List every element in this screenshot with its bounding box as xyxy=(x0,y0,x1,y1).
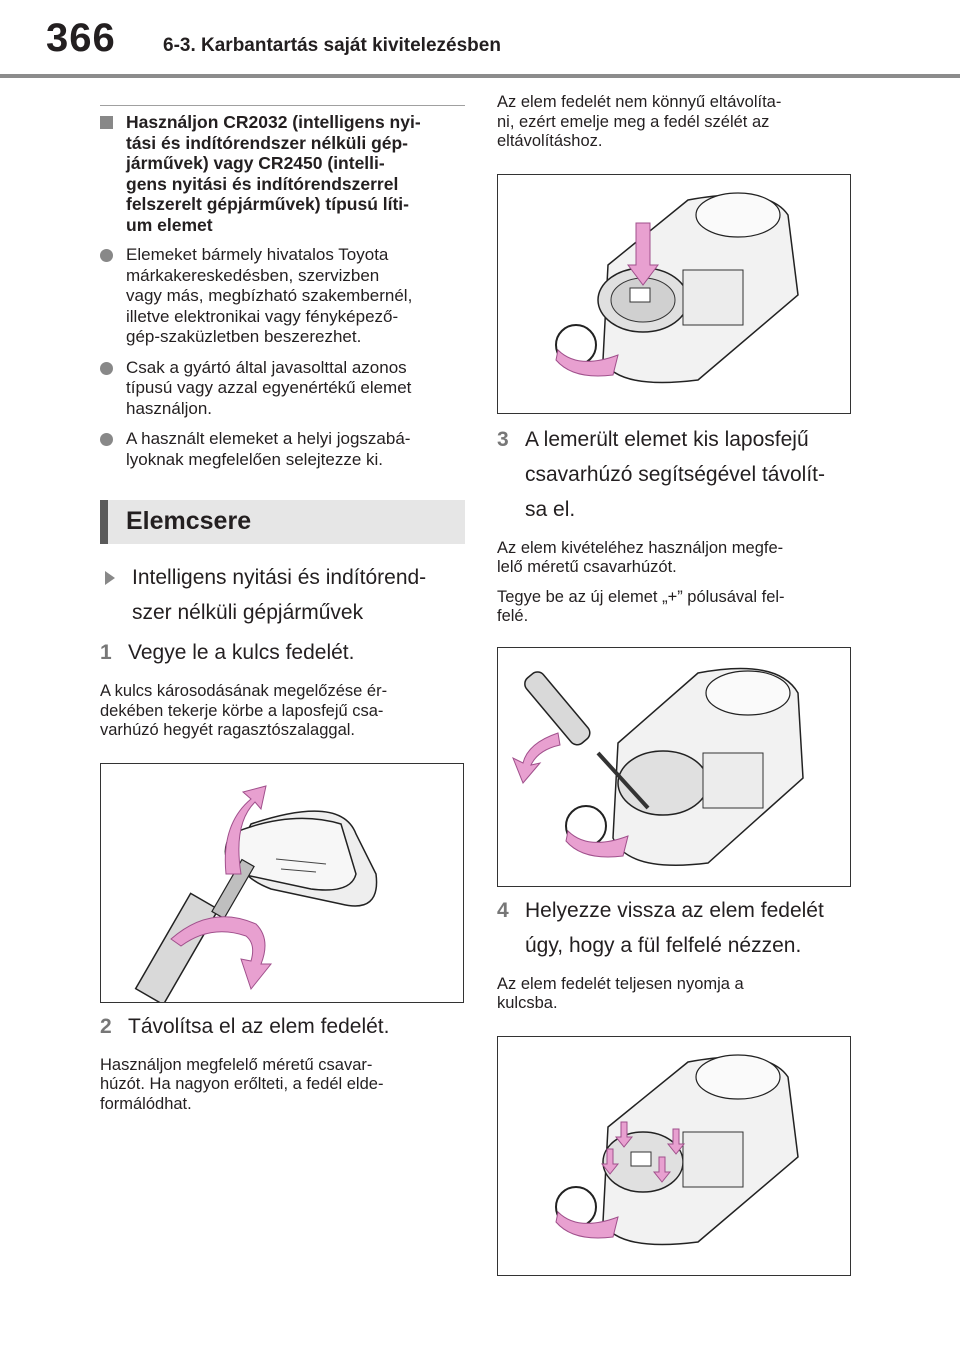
bullet-dot-icon xyxy=(100,249,113,262)
note-line: kulcsba. xyxy=(497,994,558,1012)
intro-line: Az elem fedelét nem könnyű eltávolíta- xyxy=(497,93,782,111)
intro-line: ni, ezért emelje meg a fedél szélét az xyxy=(497,112,770,131)
intro-line: eltávolításhoz. xyxy=(497,132,603,150)
page-header: 366 6-3. Karbantartás saját kivitelezésb… xyxy=(0,0,960,80)
bullet-line: A használt elemeket a helyi jogszabá- xyxy=(126,429,411,448)
page-number: 366 xyxy=(46,16,116,60)
step-3: 3 A lemerült elemet kis laposfejű csavar… xyxy=(497,422,853,527)
note-line: dekében tekerje körbe a laposfejű csa- xyxy=(100,701,384,720)
section-title: 6-3. Karbantartás saját kivitelezésben xyxy=(163,35,501,56)
step-line: sa el. xyxy=(525,497,576,521)
triangle-marker-icon xyxy=(105,571,115,585)
figure-key-cover-removal xyxy=(100,762,464,1003)
step-3-note-2: Tegye be az új elemet „+” pólusával fel-… xyxy=(497,588,853,627)
step-text: Távolítsa el az elem fedelét. xyxy=(128,1014,390,1038)
heading-line: gens nyitási és indítórendszerrel xyxy=(126,173,399,194)
step-number: 4 xyxy=(497,898,509,922)
heading-line: tási és indítórendszer nélküli gép- xyxy=(126,132,409,153)
note-line: Az elem fedelét teljesen nyomja a xyxy=(497,974,744,993)
bullet-item: A használt elemeket a helyi jogszabá- ly… xyxy=(100,429,465,470)
bullet-line: vagy más, megbízható szakembernél, xyxy=(126,286,413,305)
step-2-note: Használjon megfelelő méretű csavar- húzó… xyxy=(100,1056,465,1115)
square-marker-icon xyxy=(100,116,113,129)
figure-cover-lift xyxy=(497,173,851,414)
step-1-note: A kulcs károsodásának megelőzése ér- dek… xyxy=(100,682,465,741)
step-line: úgy, hogy a fül felfelé nézzen. xyxy=(525,933,802,957)
figure-battery-removal xyxy=(497,646,851,887)
note-line: felé. xyxy=(497,607,529,625)
bullet-line: Elemeket bármely hivatalos Toyota xyxy=(126,245,389,264)
note-line: Használjon megfelelő méretű csavar- xyxy=(100,1055,373,1074)
step-line: csavarhúzó segítségével távolít- xyxy=(525,462,825,486)
item-line: szer nélküli gépjárművek xyxy=(132,601,364,624)
battery-type-heading: Használjon CR2032 (intelligens nyi- tási… xyxy=(100,112,465,235)
bullet-line: gép-szaküzletben beszerezhet. xyxy=(126,327,362,346)
step-2: 2 Távolítsa el az elem fedelét. xyxy=(100,1009,465,1044)
step-1: 1 Vegye le a kulcs fedelét. xyxy=(100,635,465,670)
battery-removal-illustration xyxy=(512,667,804,866)
note-line: Az elem kivételéhez használjon megfe- xyxy=(497,538,784,557)
bullet-dot-icon xyxy=(100,433,113,446)
banner-title: Elemcsere xyxy=(126,507,252,535)
step-number: 2 xyxy=(100,1014,112,1038)
step-3-note: Az elem kivételéhez használjon megfe- le… xyxy=(497,539,853,578)
step-text: Vegye le a kulcs fedelét. xyxy=(128,641,355,664)
heading-line: um elemet xyxy=(126,214,213,235)
note-line: húzót. Ha nagyon erőlteti, a fedél elde- xyxy=(100,1075,384,1093)
step-line: Helyezze vissza az elem fedelét xyxy=(525,898,824,922)
item-line: Intelligens nyitási és indítórend- xyxy=(132,566,427,589)
note-line: lelő méretű csavarhúzót. xyxy=(497,558,677,576)
cover-removal-intro: Az elem fedelét nem könnyű eltávolíta- n… xyxy=(497,93,853,152)
header-rule xyxy=(0,74,960,78)
bullet-item: Csak a gyártó által javasolttal azonos t… xyxy=(100,358,465,420)
cover-install-illustration xyxy=(555,1053,799,1245)
left-column: Használjon CR2032 (intelligens nyi- tási… xyxy=(100,95,465,1114)
bullet-line: Csak a gyártó által javasolttal azonos xyxy=(126,357,407,377)
bullet-dot-icon xyxy=(100,361,113,375)
bullet-item: Elemeket bármely hivatalos Toyota márkak… xyxy=(100,245,465,348)
bullet-line: típusú vagy azzal egyenértékű elemet xyxy=(126,378,412,397)
cover-lift-illustration xyxy=(555,191,799,383)
note-line: A kulcs károsodásának megelőzése ér- xyxy=(100,682,388,700)
heading-line: felszerelt gépjárművek) típusú líti- xyxy=(126,194,409,214)
bullet-line: használjon. xyxy=(126,398,213,418)
vehicle-type-item: Intelligens nyitási és indítórend- szer … xyxy=(100,560,465,630)
bullet-line: illetve elektronikai vagy fényképező- xyxy=(126,306,399,326)
key-cover-illustration xyxy=(134,784,378,1002)
step-line: A lemerült elemet kis laposfejű xyxy=(525,427,809,451)
step-4: 4 Helyezze vissza az elem fedelét úgy, h… xyxy=(497,893,853,963)
topic-divider xyxy=(100,105,465,106)
step-4-note: Az elem fedelét teljesen nyomja a kulcsb… xyxy=(497,975,853,1014)
figure-cover-install xyxy=(497,1035,851,1276)
right-column: Az elem fedelét nem könnyű eltávolíta- n… xyxy=(497,93,853,1276)
bullet-line: márkakereskedésben, szervizben xyxy=(126,265,380,285)
bullet-line: lyoknak megfelelően selejtezze ki. xyxy=(126,449,384,469)
note-line: Tegye be az új elemet „+” pólusával fel- xyxy=(497,587,785,606)
heading-line: járművek) vagy CR2450 (intelli- xyxy=(126,153,385,173)
step-number: 1 xyxy=(100,641,112,664)
section-banner: Elemcsere xyxy=(100,500,465,544)
note-line: formálódhat. xyxy=(100,1094,192,1113)
note-line: varhúzó hegyét ragasztószalaggal. xyxy=(100,721,355,739)
heading-line: Használjon CR2032 (intelligens nyi- xyxy=(126,112,421,132)
step-number: 3 xyxy=(497,427,509,451)
